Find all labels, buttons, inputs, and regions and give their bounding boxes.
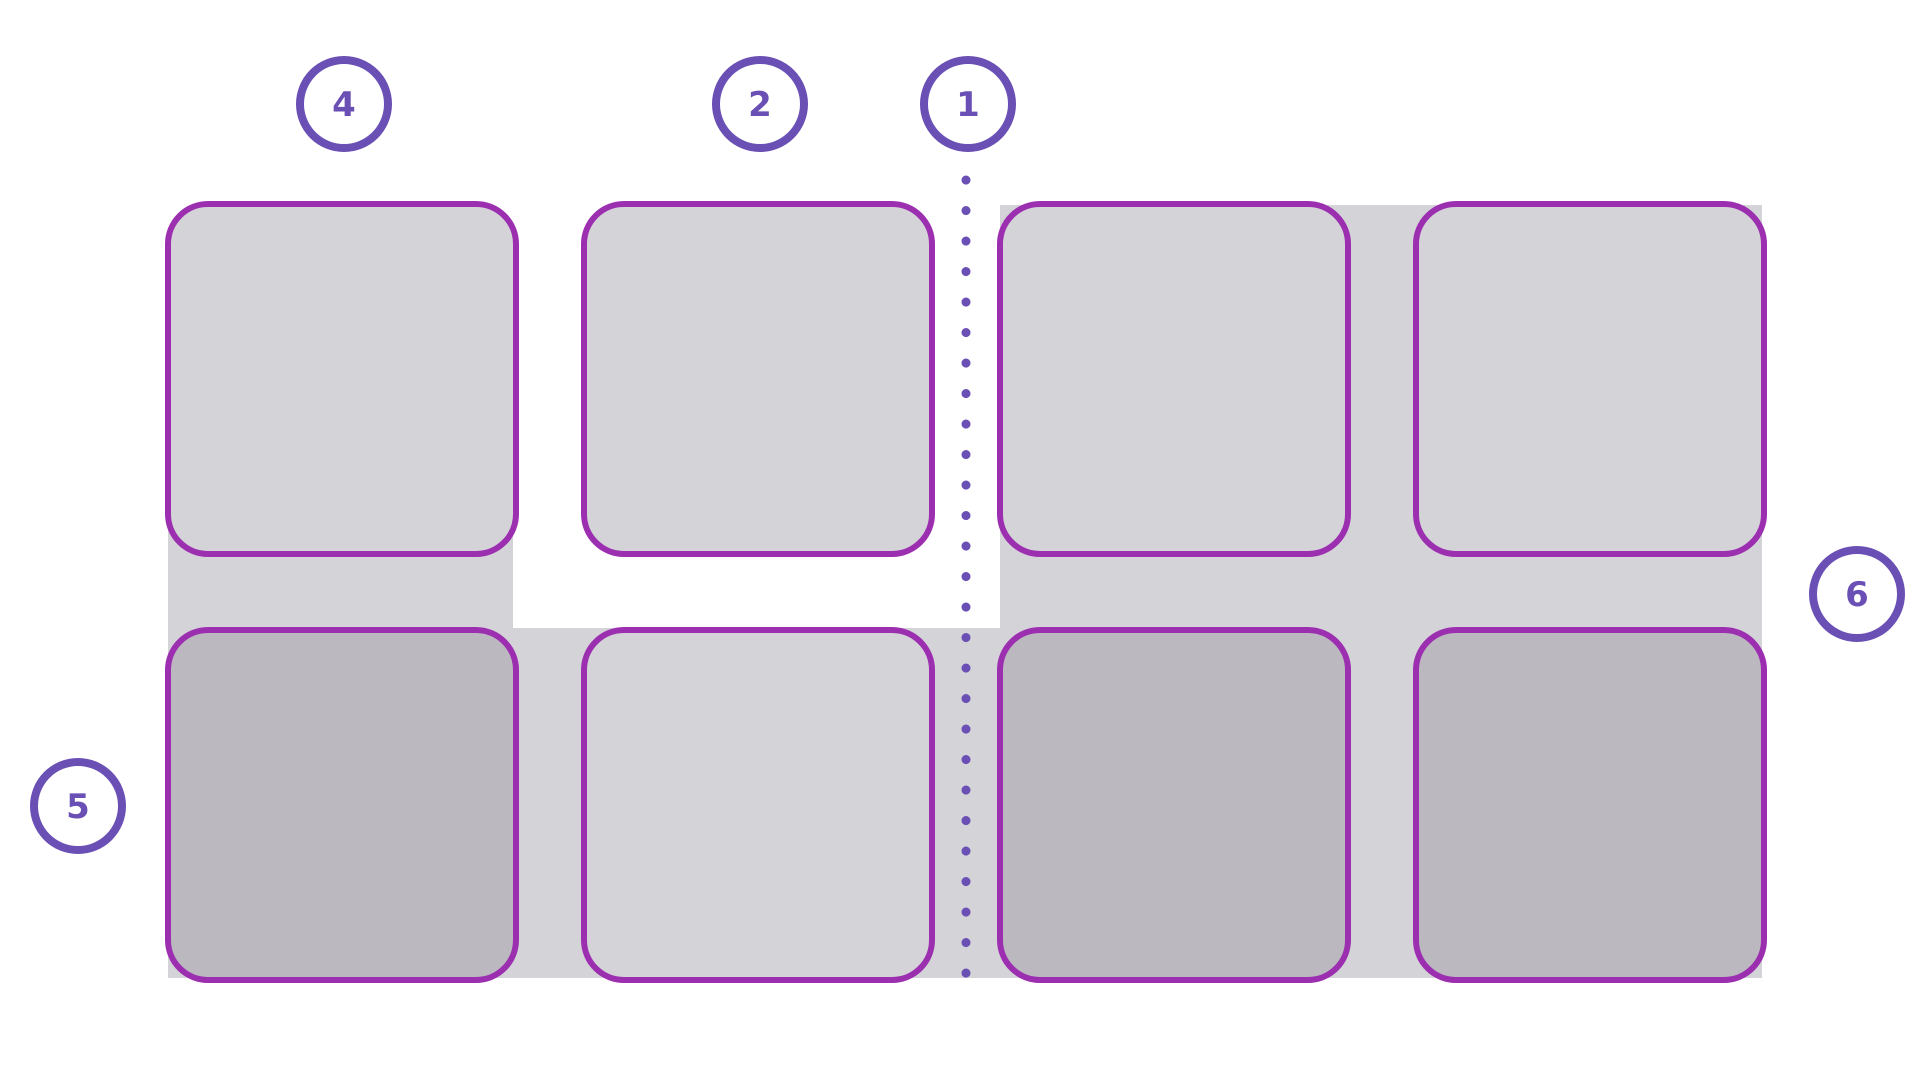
marker-4: 4 xyxy=(296,56,392,152)
marker-5-ring xyxy=(30,758,126,854)
marker-4-ring xyxy=(296,56,392,152)
tile-r1-c4 xyxy=(1413,201,1767,557)
tile-r2-c1 xyxy=(165,627,519,983)
marker-6: 6 xyxy=(1809,546,1905,642)
marker-1-ring xyxy=(920,56,1016,152)
marker-4-label: 4 xyxy=(332,85,356,125)
marker-6-label: 6 xyxy=(1845,575,1869,615)
marker-2: 2 xyxy=(712,56,808,152)
tile-r2-c2 xyxy=(581,627,935,983)
marker-2-label: 2 xyxy=(748,85,772,125)
marker-5: 5 xyxy=(30,758,126,854)
tile-row-top xyxy=(165,201,1767,557)
marker-2-ring xyxy=(712,56,808,152)
tile-r2-c4 xyxy=(1413,627,1767,983)
marker-5-label: 5 xyxy=(66,787,90,827)
tile-row-bottom xyxy=(165,627,1767,983)
tile-r1-c2 xyxy=(581,201,935,557)
tile-r1-c1 xyxy=(165,201,519,557)
marker-1-label: 1 xyxy=(956,85,980,125)
tile-r2-c3 xyxy=(997,627,1351,983)
tile-r1-c3 xyxy=(997,201,1351,557)
marker-1: 1 xyxy=(920,56,1016,152)
marker-6-ring xyxy=(1809,546,1905,642)
